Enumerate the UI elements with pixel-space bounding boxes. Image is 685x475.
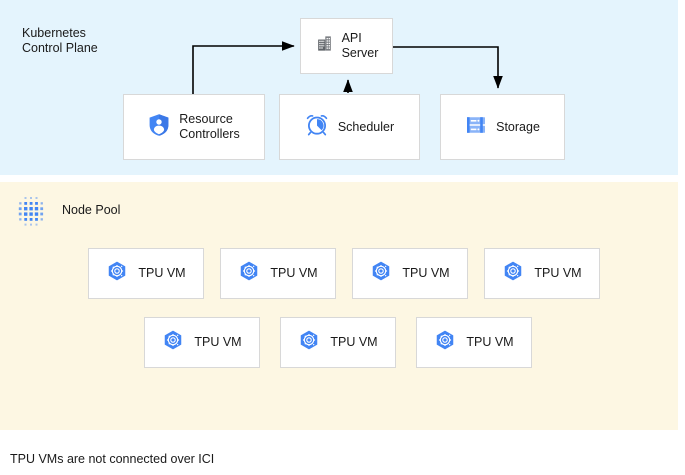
tpu-vm-label: TPU VM xyxy=(138,266,186,280)
tpu-vm-box[interactable]: TPU VM xyxy=(416,317,532,368)
node-pool-title: Node Pool xyxy=(62,203,121,217)
node-resource-controllers[interactable]: Resource Controllers xyxy=(123,94,265,160)
tpu-vm-label: TPU VM xyxy=(534,266,582,280)
tpu-vm-box[interactable]: TPU VM xyxy=(280,317,396,368)
control-plane-title: Kubernetes Control Plane xyxy=(22,26,98,55)
tpu-vm-box[interactable]: TPU VM xyxy=(88,248,204,299)
tpu-vm-label: TPU VM xyxy=(270,266,318,280)
server-rack-icon xyxy=(465,114,487,141)
node-api-server-label: API Server xyxy=(341,31,379,60)
tpu-hexagon-gear-icon xyxy=(434,329,456,356)
node-api-server[interactable]: API Server xyxy=(300,18,393,74)
tpu-vm-box[interactable]: TPU VM xyxy=(352,248,468,299)
alarm-clock-icon xyxy=(305,113,329,142)
node-pool-panel xyxy=(0,182,678,430)
node-pool-dots-icon xyxy=(13,194,49,235)
tpu-vm-label: TPU VM xyxy=(466,335,514,349)
building-icon xyxy=(315,34,334,58)
node-scheduler[interactable]: Scheduler xyxy=(279,94,420,160)
tpu-vm-box[interactable]: TPU VM xyxy=(144,317,260,368)
shield-user-icon xyxy=(148,113,170,142)
tpu-hexagon-gear-icon xyxy=(502,260,524,287)
node-storage[interactable]: Storage xyxy=(440,94,565,160)
tpu-vm-label: TPU VM xyxy=(330,335,378,349)
tpu-hexagon-gear-icon xyxy=(106,260,128,287)
node-scheduler-label: Scheduler xyxy=(337,119,395,134)
tpu-vm-label: TPU VM xyxy=(194,335,242,349)
tpu-hexagon-gear-icon xyxy=(298,329,320,356)
tpu-hexagon-gear-icon xyxy=(238,260,260,287)
tpu-hexagon-gear-icon xyxy=(370,260,392,287)
tpu-vm-label: TPU VM xyxy=(402,266,450,280)
node-storage-label: Storage xyxy=(496,119,540,134)
tpu-vm-box[interactable]: TPU VM xyxy=(484,248,600,299)
tpu-hexagon-gear-icon xyxy=(162,329,184,356)
diagram-caption: TPU VMs are not connected over ICI xyxy=(10,452,215,466)
tpu-vm-box[interactable]: TPU VM xyxy=(220,248,336,299)
node-resource-controllers-label: Resource Controllers xyxy=(179,112,240,141)
